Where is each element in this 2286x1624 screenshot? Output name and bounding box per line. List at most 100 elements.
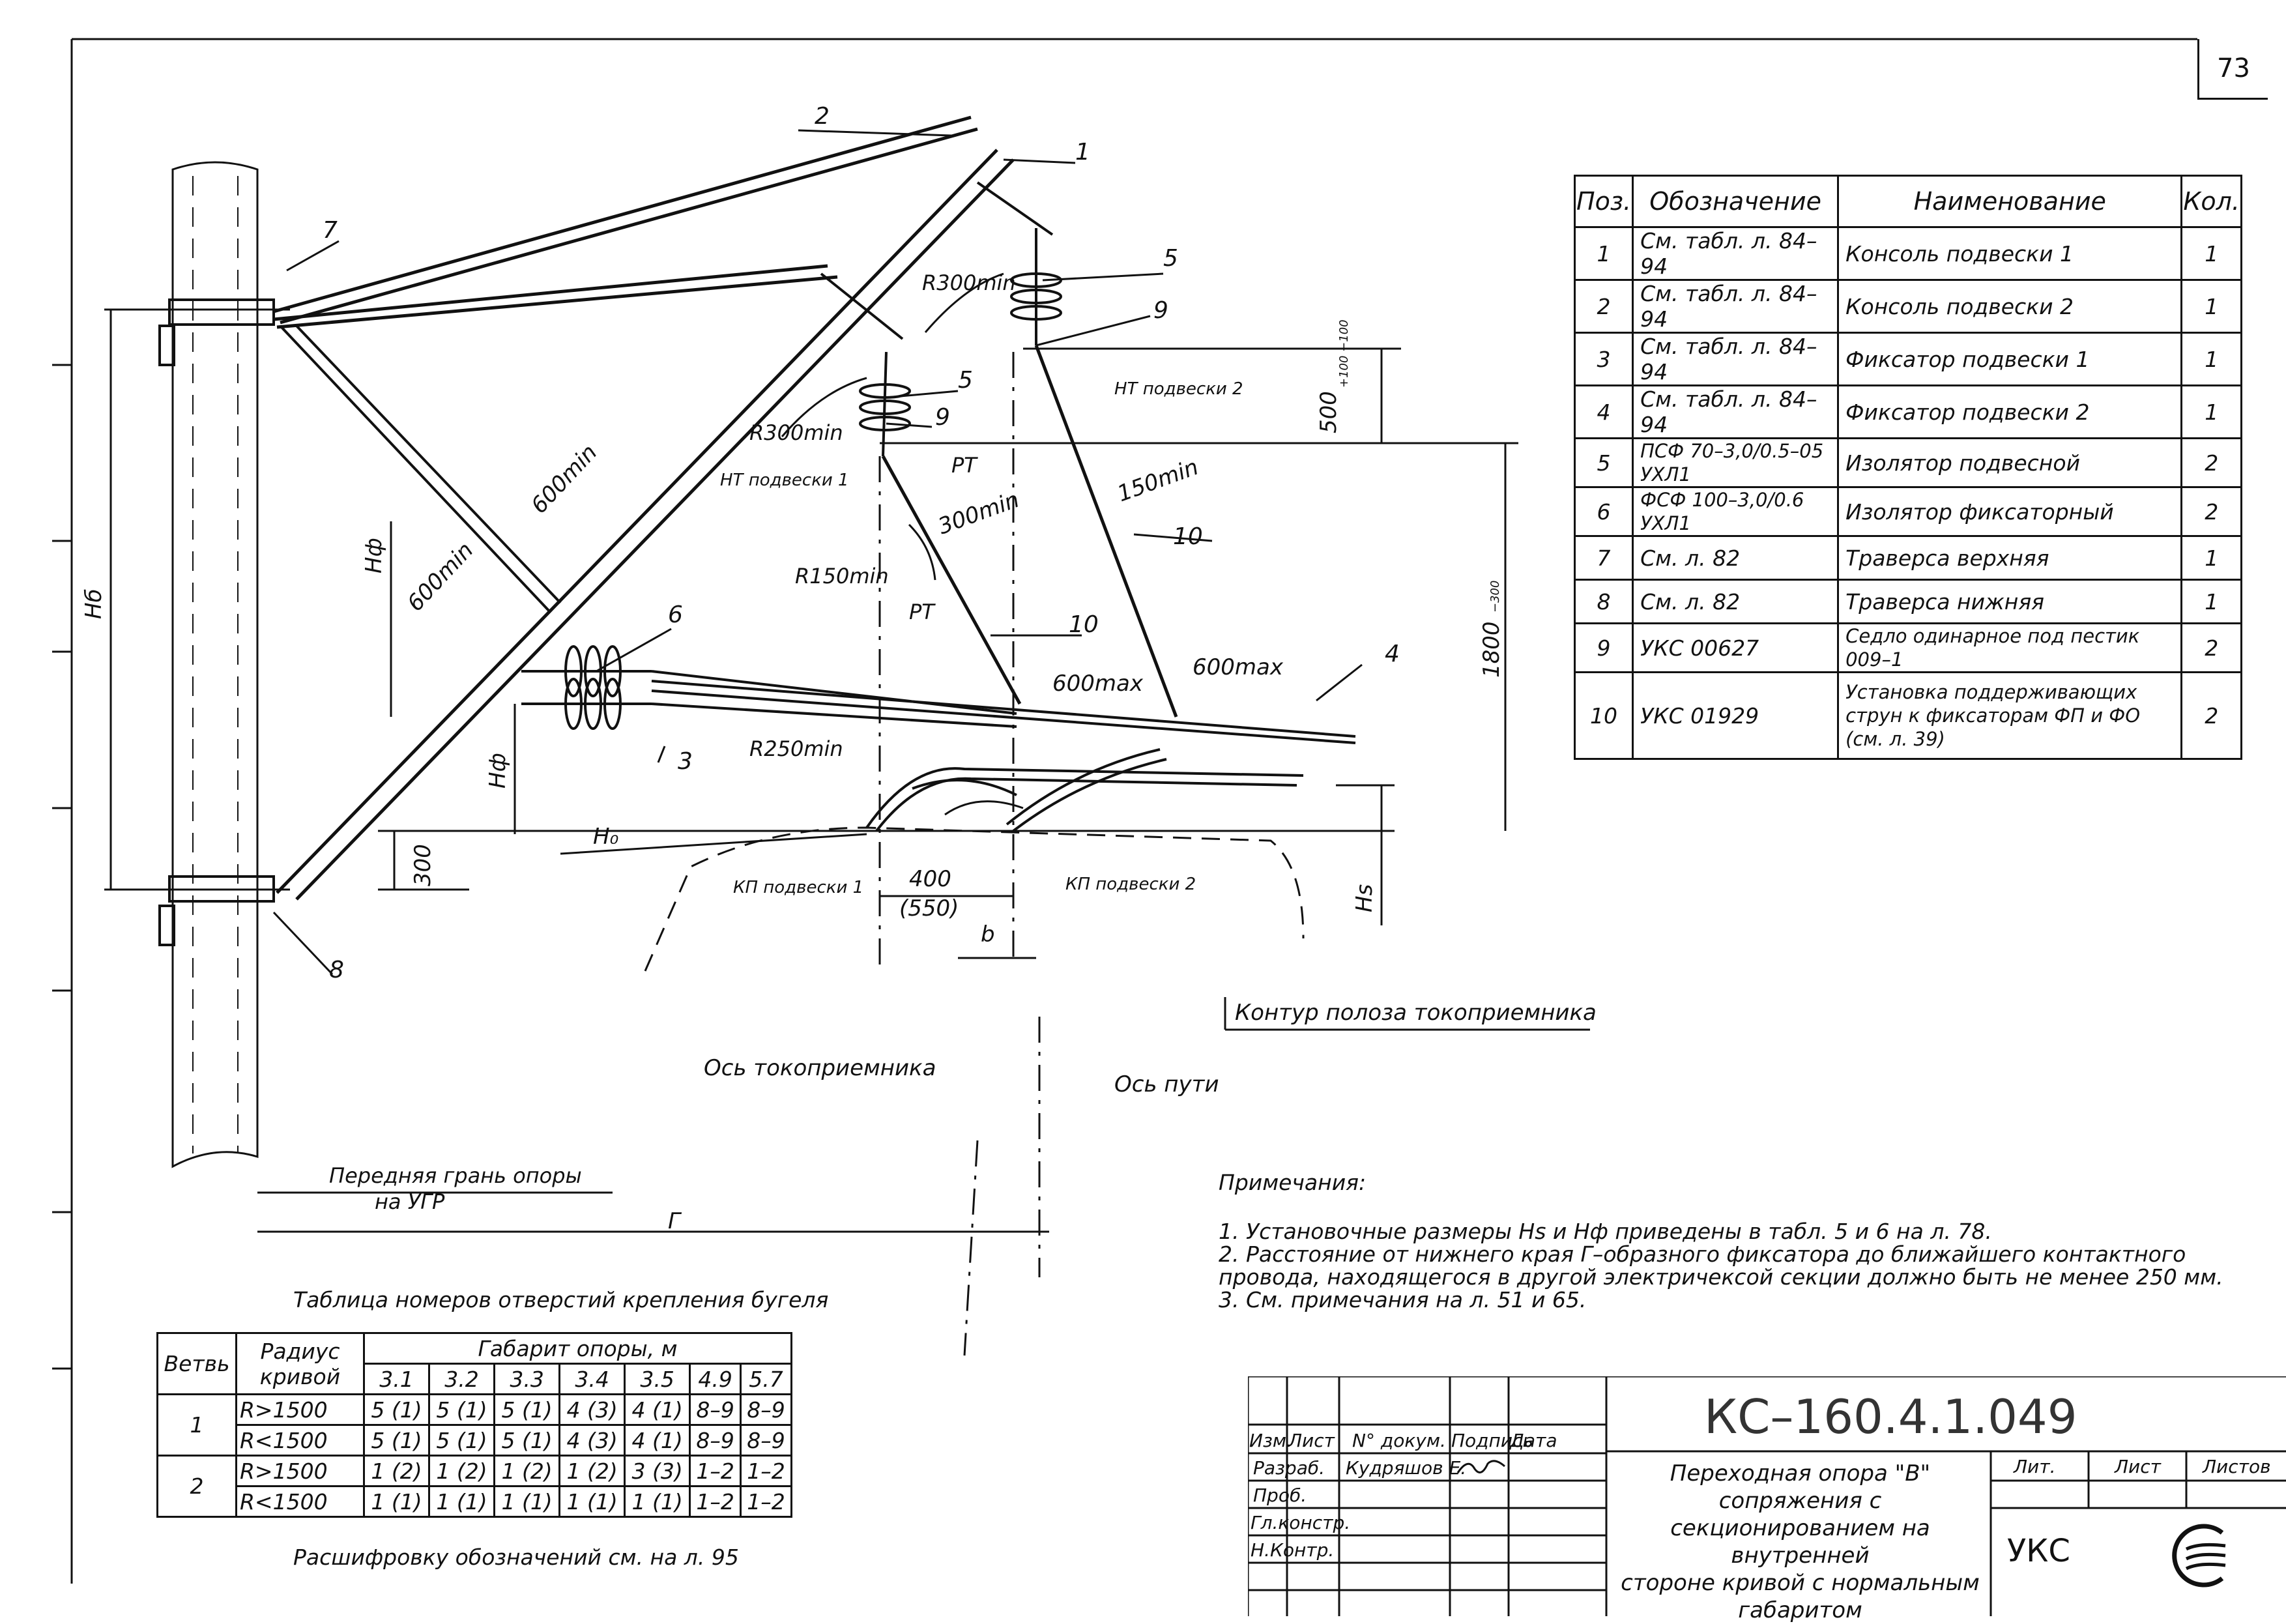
holes-radius: R>1500 bbox=[235, 1393, 365, 1426]
spec-designation: См. табл. л. 84–94 bbox=[1632, 332, 1840, 386]
holes-cell: 5 (1) bbox=[362, 1424, 431, 1457]
col-date: Дата bbox=[1510, 1430, 1557, 1451]
sheet-frame bbox=[52, 38, 2197, 1584]
spec-designation: ФСФ 100–3,0/0.6 УХЛ1 bbox=[1632, 486, 1840, 537]
holes-table: Ветвь Радиус кривой Габарит опоры, м 3.1… bbox=[156, 1332, 792, 1518]
holes-cell: 5 (1) bbox=[493, 1424, 561, 1457]
holes-cell: 1–2 bbox=[689, 1455, 742, 1487]
pt-label-bottom: РТ bbox=[909, 600, 936, 624]
pantograph-axis-label: Ось токоприемника bbox=[704, 1055, 936, 1081]
spec-qty: 1 bbox=[2180, 384, 2242, 439]
holes-cell: 4 (1) bbox=[624, 1424, 691, 1457]
listov-label: Листов bbox=[2203, 1456, 2271, 1477]
holes-cell: 8–9 bbox=[740, 1393, 792, 1426]
holes-header-branch: Ветвь bbox=[156, 1332, 237, 1395]
spec-header-pos: Поз. bbox=[1573, 175, 1634, 228]
support-pole bbox=[171, 161, 259, 1168]
holes-cell: 1 (2) bbox=[362, 1455, 431, 1487]
razrab-name: Кудряшов Е. bbox=[1346, 1457, 1467, 1479]
spec-designation: См. табл. л. 84–94 bbox=[1632, 279, 1840, 334]
title-line: габаритом bbox=[1738, 1597, 1862, 1623]
spec-header-row: Поз. Обозначение Наименование Кол. bbox=[1573, 175, 2242, 228]
dim-600max-b: 600max bbox=[1193, 654, 1284, 680]
dimension-lines bbox=[109, 310, 1590, 1356]
dim-550: (550) bbox=[899, 895, 959, 921]
r150-label: R150min bbox=[795, 564, 889, 588]
nkontr-label: Н.Контр. bbox=[1251, 1539, 1335, 1561]
spec-name: Фиксатор подвески 1 bbox=[1837, 332, 2183, 386]
nt1-label: НТ подвески 1 bbox=[720, 471, 849, 490]
spec-designation: УКС 01929 bbox=[1632, 671, 1840, 760]
dim-hb: Нб bbox=[81, 588, 107, 619]
holes-cell: 1 (1) bbox=[362, 1485, 431, 1518]
holes-cell: 1 (1) bbox=[558, 1485, 626, 1518]
nt2-label: НТ подвески 2 bbox=[1114, 379, 1243, 399]
holes-cell: 5 (1) bbox=[362, 1393, 431, 1426]
callout-7: 7 bbox=[323, 217, 338, 244]
holes-gabarit: 3.5 bbox=[624, 1363, 691, 1395]
note-line: провода, находящегося в другой электриче… bbox=[1219, 1264, 2223, 1290]
spec-header-designation: Обозначение bbox=[1632, 175, 1840, 228]
callout-3: 3 bbox=[678, 748, 693, 775]
note-line: 3. См. примечания на л. 51 и 65. bbox=[1219, 1287, 1587, 1312]
spec-qty: 1 bbox=[2180, 226, 2242, 281]
spec-qty: 2 bbox=[2180, 486, 2242, 537]
spec-designation: См. л. 82 bbox=[1632, 535, 1840, 581]
holes-gabarit: 4.9 bbox=[689, 1363, 742, 1395]
col-sign: Подпись bbox=[1451, 1430, 1533, 1451]
spec-name: Изолятор фиксаторный bbox=[1837, 486, 2183, 537]
dim-400: 400 bbox=[909, 866, 951, 892]
callout-5-a: 5 bbox=[1163, 245, 1178, 272]
title-line: Переходная опора "В" сопряжения с bbox=[1670, 1460, 1931, 1514]
r300-label-a: R300min bbox=[922, 270, 1016, 295]
holes-cell: 1–2 bbox=[689, 1485, 742, 1518]
callout-9-a: 9 bbox=[1153, 297, 1168, 324]
spec-pos: 3 bbox=[1573, 332, 1634, 386]
lit-label: Лит. bbox=[2014, 1456, 2056, 1477]
spec-pos: 5 bbox=[1573, 437, 1634, 488]
holes-header-row: Ветвь Радиус кривой Габарит опоры, м bbox=[156, 1332, 792, 1395]
organization-name: УКС bbox=[2007, 1533, 2070, 1569]
note-line: 1. Установочные размеры Hs и Hф приведен… bbox=[1219, 1219, 1992, 1244]
r300-label-b: R300min bbox=[749, 420, 843, 445]
holes-gabarit: 3.4 bbox=[558, 1363, 626, 1395]
leader-lines bbox=[272, 129, 1363, 976]
spec-name: Фиксатор подвески 2 bbox=[1837, 384, 2183, 439]
spec-name: Консоль подвески 1 bbox=[1837, 226, 2183, 281]
holes-cell: 5 (1) bbox=[428, 1393, 496, 1426]
document-title: Переходная опора "В" сопряжения с секцио… bbox=[1613, 1460, 1988, 1624]
title-block: КС–160.4.1.049 Переходная опора "В" сопр… bbox=[1248, 1376, 2286, 1623]
spec-header-name: Наименование bbox=[1837, 175, 2183, 228]
spec-pos: 9 bbox=[1573, 622, 1634, 673]
callout-4: 4 bbox=[1385, 641, 1400, 667]
contour-label: Контур полоза токоприемника bbox=[1235, 1000, 1597, 1026]
dim-g: Г bbox=[668, 1208, 682, 1234]
holes-cell: 3 (3) bbox=[624, 1455, 691, 1487]
spec-name: Консоль подвески 2 bbox=[1837, 279, 2183, 334]
front-face-label-2: на УГР bbox=[375, 1189, 445, 1214]
spec-name: Установка поддерживающих струн к фиксато… bbox=[1837, 671, 2183, 760]
kp1-label: КП подвески 1 bbox=[733, 878, 863, 897]
spec-qty: 2 bbox=[2180, 671, 2242, 760]
spec-pos: 4 bbox=[1573, 384, 1634, 439]
holes-cell: 1 (2) bbox=[428, 1455, 496, 1487]
radius-arcs bbox=[781, 272, 1024, 816]
callout-8: 8 bbox=[329, 957, 344, 983]
spec-pos: 10 bbox=[1573, 671, 1634, 760]
razrab-signature bbox=[1456, 1460, 1505, 1473]
callout-9-b: 9 bbox=[935, 404, 950, 431]
kp2-label: КП подвески 2 bbox=[1065, 875, 1196, 894]
title-line: стороне кривой с нормальным bbox=[1621, 1570, 1980, 1596]
spec-pos: 1 bbox=[1573, 226, 1634, 281]
spec-qty: 2 bbox=[2180, 622, 2242, 673]
pt-label-top: РТ bbox=[951, 453, 978, 478]
title-block-grid bbox=[1248, 1376, 2286, 1616]
spec-qty: 2 bbox=[2180, 437, 2242, 488]
spec-pos: 8 bbox=[1573, 579, 1634, 624]
holes-header-radius: Радиус кривой bbox=[235, 1332, 365, 1395]
spec-qty: 1 bbox=[2180, 279, 2242, 334]
holes-cell: 8–9 bbox=[740, 1424, 792, 1457]
